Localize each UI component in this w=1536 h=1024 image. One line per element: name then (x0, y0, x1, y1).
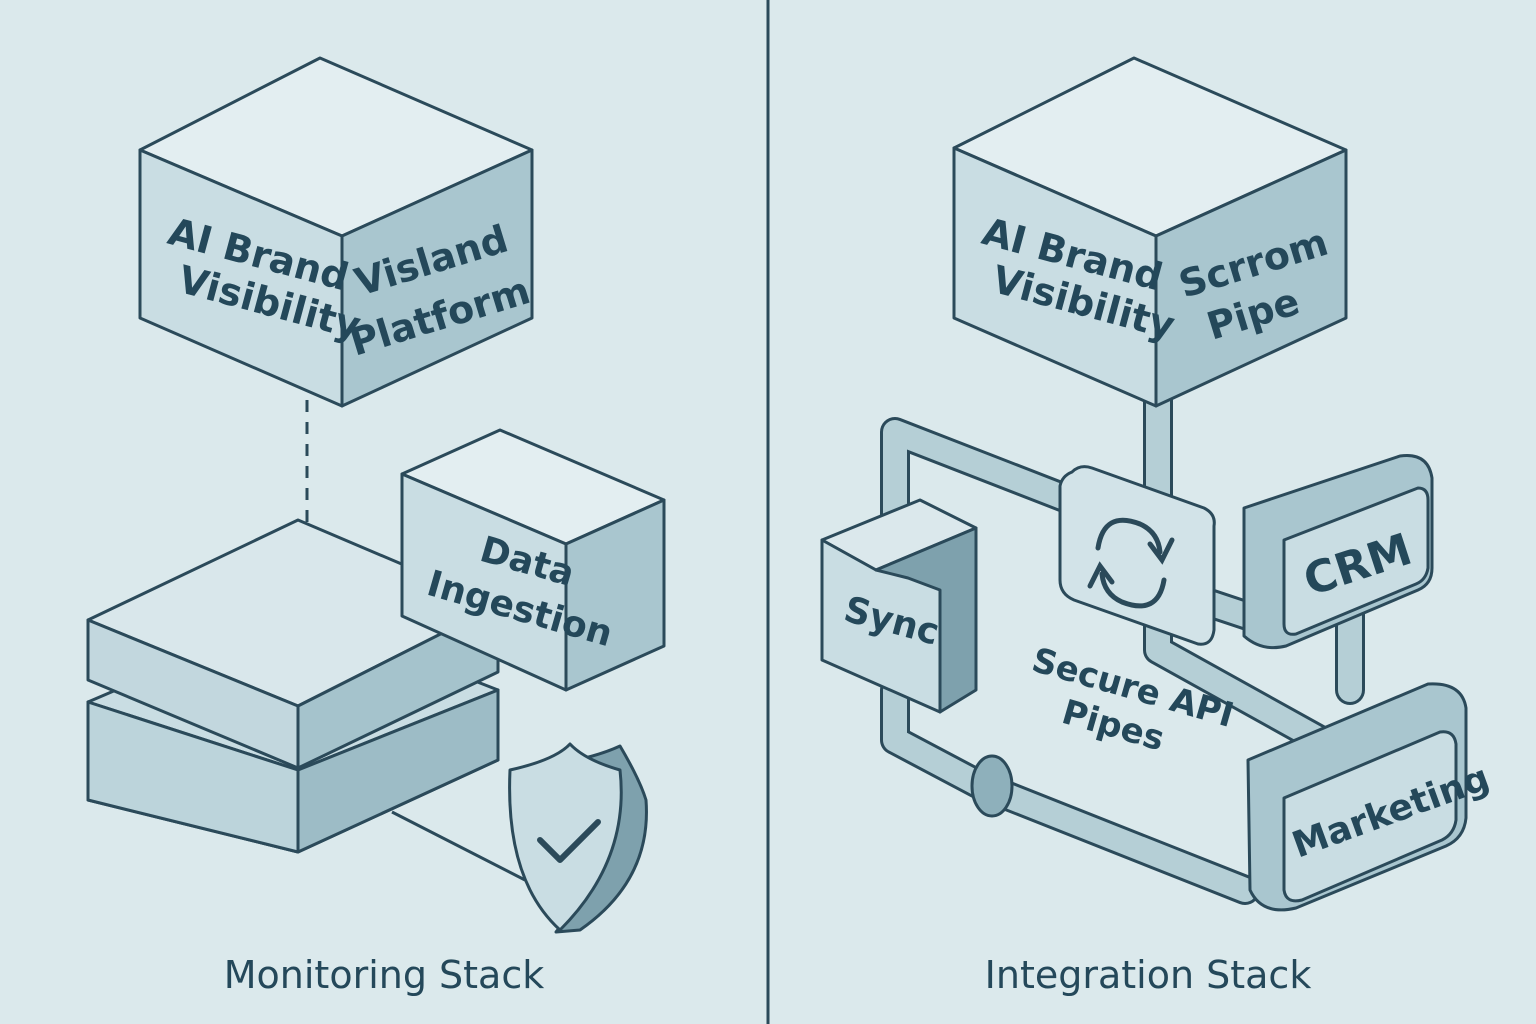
refresh-box (1058, 465, 1216, 646)
right-panel: Sync CRM Marketing Secure API Pipes (820, 56, 1495, 997)
sync-box (820, 498, 978, 714)
shield-check-icon (508, 742, 648, 934)
left-panel: Data Ingestion AI Brand Visibility Visla… (86, 56, 666, 997)
brand-visibility-cube (138, 56, 534, 408)
data-ingestion-box (400, 428, 666, 692)
left-panel-title: Monitoring Stack (224, 953, 545, 997)
crm-box (1242, 453, 1434, 650)
refresh-icon (1087, 517, 1175, 609)
right-panel-title: Integration Stack (985, 953, 1312, 997)
brand-visibility-cube-right (952, 56, 1348, 408)
server-stack-icon (86, 518, 500, 854)
pipe-coupler (970, 754, 1014, 818)
marketing-box (1246, 682, 1468, 912)
shield-connector (391, 810, 526, 882)
